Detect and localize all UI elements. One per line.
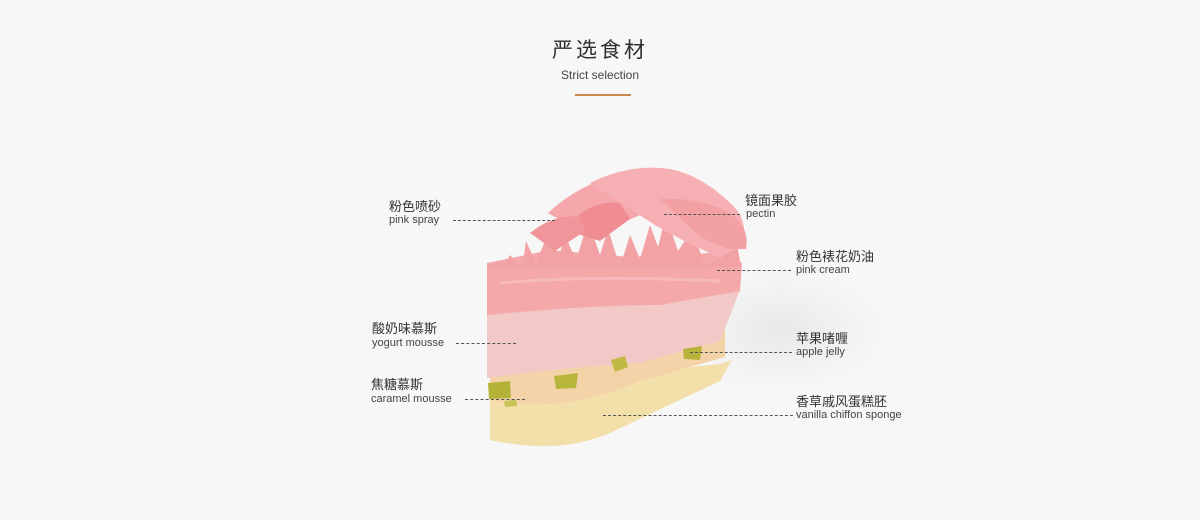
caramel-mousse-leader-line <box>465 399 525 400</box>
pectin-leader-line <box>664 214 740 215</box>
label-pink-spray-cn: 粉色喷砂 <box>389 199 442 214</box>
label-pink-spray-en: pink spray <box>389 214 440 226</box>
apple-cube-4 <box>683 346 702 360</box>
top-ruffle-5 <box>530 216 585 251</box>
apple-cube-2 <box>554 373 578 389</box>
label-vanilla-chiffon-en: vanilla chiffon sponge <box>796 409 902 421</box>
cake-svg <box>487 167 747 447</box>
vanilla-chiffon-leader-line <box>603 415 793 416</box>
label-caramel-mousse-cn: 焦糖慕斯 <box>371 377 424 392</box>
yogurt-layer <box>487 290 740 378</box>
pink-cream-leader-line <box>717 270 791 271</box>
page-subtitle: Strict selection <box>560 68 640 82</box>
label-apple-jelly-en: apple jelly <box>796 346 845 358</box>
piped-cream-waves <box>487 215 742 270</box>
apple-cube-5 <box>504 400 517 407</box>
label-apple-jelly-cn: 苹果啫喱 <box>796 331 849 346</box>
page-title: 严选食材 <box>552 39 648 62</box>
yogurt-mousse-leader-line <box>456 343 516 344</box>
top-ruffle-3 <box>660 198 747 249</box>
cream-highlight <box>499 276 721 285</box>
title-underline <box>575 94 631 96</box>
label-pink-cream-en: pink cream <box>796 264 850 276</box>
pink-spray-leader-line <box>453 220 555 221</box>
label-yogurt-mousse-en: yogurt mousse <box>372 337 445 349</box>
apple-jelly-leader-line <box>690 352 792 353</box>
apple-cube-3 <box>611 356 628 372</box>
cake-illustration <box>470 155 810 485</box>
label-yogurt-mousse-cn: 酸奶味慕斯 <box>372 321 438 336</box>
label-pectin-en: pectin <box>746 208 776 220</box>
label-vanilla-chiffon-cn: 香草戚风蛋糕胚 <box>796 394 888 409</box>
label-pectin-cn: 镜面果胶 <box>745 193 798 208</box>
label-caramel-mousse-en: caramel mousse <box>371 393 452 405</box>
apple-cube-1 <box>488 381 511 399</box>
label-pink-cream-cn: 粉色裱花奶油 <box>796 249 875 264</box>
